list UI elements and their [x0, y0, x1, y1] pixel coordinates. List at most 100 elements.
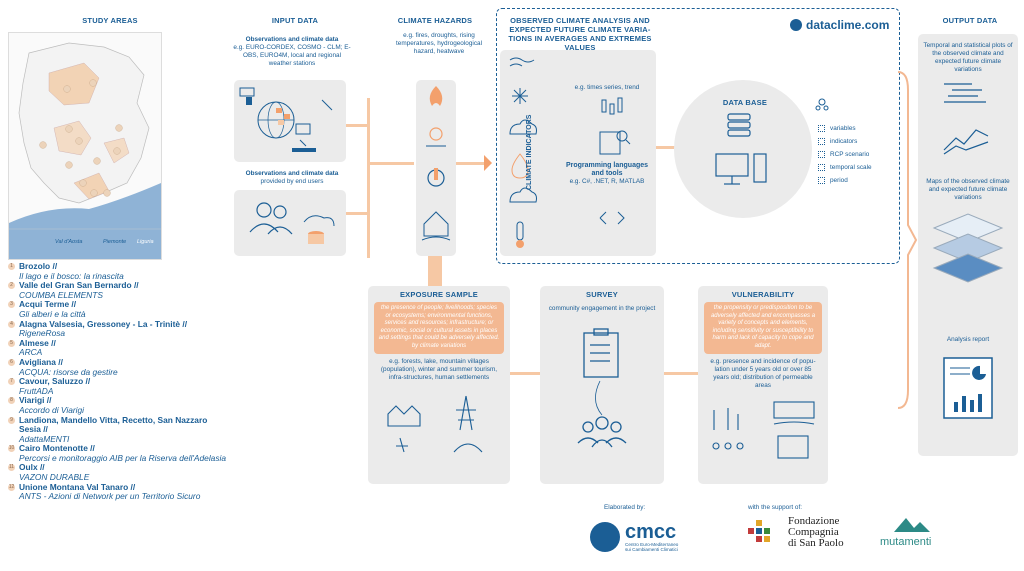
connector-input-user [346, 212, 368, 215]
header-climate-hazards: CLIMATE HAZARDS [397, 16, 473, 25]
study-area-project: COUMBA ELEMENTS [19, 289, 103, 300]
snow-icon [512, 88, 528, 104]
study-area-project: VAZON DURABLE [19, 472, 90, 483]
db-items-list: variables indicators RCP scenario tempor… [818, 122, 898, 187]
db-item: RCP scenario [818, 148, 898, 161]
survey-title: SURVEY [586, 290, 618, 299]
study-area-number: 9 [8, 416, 15, 424]
dataclime-logo: dataclime.com [790, 18, 889, 32]
study-area-name: Landiona, Mandello Vitta, Recetto, San N… [19, 414, 208, 435]
study-area-name: Acqui Terme // [19, 299, 77, 310]
cmcc-sub1: Centro Euro-Mediterraneo [625, 542, 679, 547]
vulnerability-title: VULNERABILITY [731, 290, 795, 299]
header-study-areas: STUDY AREAS [82, 16, 138, 25]
study-area-name: Viarigi // [19, 395, 52, 406]
fire-icon [429, 86, 443, 106]
mutamenti-icon [894, 518, 930, 532]
connector-hazards-down [428, 256, 442, 286]
connector-to-hazards [368, 162, 414, 165]
study-area-number: 10 [8, 445, 15, 453]
map-label-liguria: Liguria [137, 239, 154, 245]
database-title: DATA BASE [722, 98, 768, 107]
indicators-panel: CLIMATE INDICATORS e.g. times series, tr… [500, 50, 656, 256]
exposure-text: e.g. forests, lake, mountain villages (p… [380, 357, 498, 381]
observed-title: OBSERVED CLIMATE ANALYSIS AND EXPECTED F… [508, 16, 652, 52]
study-area-number: 1 [8, 263, 15, 270]
survey-panel: SURVEY community engagement in the proje… [540, 286, 664, 484]
exposure-icons [387, 395, 483, 452]
input-obs-panel [234, 80, 346, 162]
series-text: e.g. times series, trend [574, 84, 640, 91]
cmcc-sub2: sui Cambiamenti Climatici [625, 547, 678, 552]
hazards-text: e.g. fires, droughts, rising temperature… [396, 32, 482, 55]
study-area-project: ACQUA: risorse da gestire [19, 366, 118, 377]
support-label: with the support of: [748, 504, 802, 511]
code-icon [599, 211, 625, 225]
study-area-project: ANTS - Azioni di Network per un Territor… [19, 491, 201, 502]
connector-exposure-survey [510, 372, 540, 375]
study-area-name: Cavour, Saluzzo // [19, 376, 91, 387]
houses-icon [387, 404, 421, 427]
rain-cloud-icon [509, 187, 537, 203]
observed-box [496, 8, 900, 264]
study-area-name: Unione Montana Val Tanaro // [19, 481, 136, 492]
house-flood-icon [421, 211, 451, 241]
study-area-project: Accordo di Viarigi [19, 404, 85, 415]
exposure-panel: EXPOSURE SAMPLE the presence of people; … [368, 286, 510, 484]
header-output-data: OUTPUT DATA [942, 16, 998, 25]
map-label-valdaosta: Val d'Aosta [55, 239, 83, 245]
input-user-block: Observations and climate data provided b… [232, 170, 352, 186]
input-user-text: provided by end users [260, 178, 324, 185]
users-database-icon [249, 202, 335, 244]
connector-hazards-right [456, 162, 490, 165]
thermometer-icon [516, 221, 524, 241]
study-area-number: 3 [8, 301, 15, 309]
hiker-icon [396, 437, 408, 452]
power-tower-icon [456, 395, 476, 430]
plots-icon [943, 83, 989, 155]
input-obs-text: e.g. EURO-CORDEX, COSMO - CLM; E-OBS, EU… [233, 44, 351, 67]
fondazione-line3: di San Paolo [788, 537, 844, 549]
map-layers-icon [932, 213, 1004, 283]
survey-text: community engagement in the project [548, 305, 656, 312]
input-user-title: Observations and climate data [245, 170, 339, 177]
clipboard-icon [583, 332, 619, 378]
elaborated-label: Elaborated by: [604, 504, 646, 511]
study-area-number: 6 [8, 358, 15, 366]
people-icon [815, 98, 829, 111]
study-area-number: 7 [8, 378, 15, 386]
map-label-piemonte: Piemonte [103, 239, 127, 245]
chart-icons [599, 97, 631, 155]
study-map: Val d'Aosta Piemonte Liguria [8, 32, 162, 260]
study-area-project: Percorsi e monitoraggio AIB per la Riser… [19, 452, 227, 463]
exposure-title: EXPOSURE SAMPLE [399, 290, 478, 299]
survey-icons [577, 328, 627, 448]
people-group-icon [577, 416, 627, 448]
fondazione-name: Fondazione Compagnia di San Paolo [788, 516, 844, 549]
hazard-icons [421, 86, 451, 241]
vulnerability-note: the propensity or predisposition to be a… [704, 302, 822, 354]
study-area-number: 12 [8, 483, 15, 491]
heat-icon [427, 168, 445, 187]
satellite-globe-icon [239, 87, 333, 152]
dataclime-brand: dataclime.com [806, 18, 890, 32]
prog-title: Programming languages and tools [565, 162, 649, 177]
cmcc-name: cmcc [625, 521, 677, 543]
field-icon [453, 443, 483, 452]
drop-icon [511, 153, 529, 179]
study-area-number: 2 [8, 282, 15, 290]
indicator-icons [509, 57, 537, 248]
study-area-name: Almese // [19, 337, 56, 348]
connector-input-obs [346, 124, 368, 127]
fondazione-icon [748, 520, 770, 542]
output-report-text: Analysis report [946, 336, 990, 343]
mutamenti-name: mutamenti [880, 536, 932, 548]
hazards-panel [416, 80, 456, 256]
db-item: period [818, 174, 898, 187]
study-area-project: FruttADA [19, 385, 54, 396]
